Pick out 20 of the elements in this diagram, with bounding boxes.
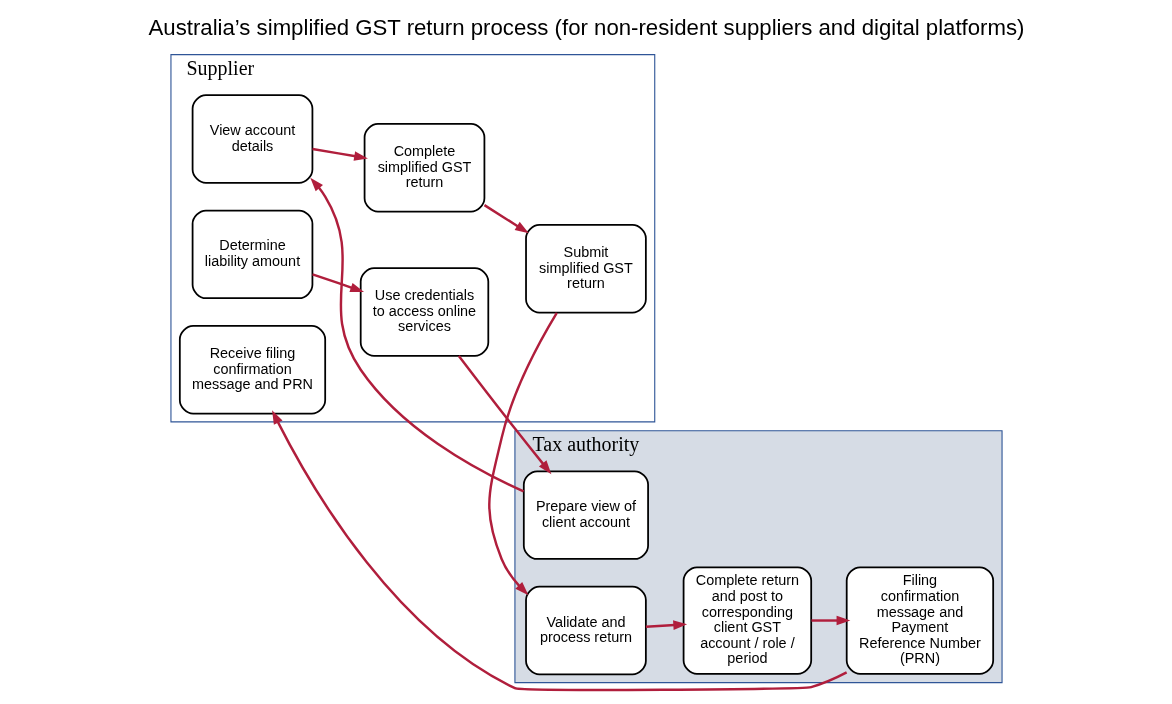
node-box: Filing confirmation message and Payment Reference Number (PRN) bbox=[845, 566, 994, 675]
node-box: Receive filing confirmation message and PRN bbox=[178, 325, 326, 415]
arrow bbox=[311, 273, 364, 292]
node-box: Determine liability amount bbox=[191, 209, 313, 300]
node-box: Complete simplified GST return bbox=[363, 123, 485, 213]
node-box: Complete return and post to corresponding client GST account / role / period bbox=[682, 566, 812, 675]
node-box: View account details bbox=[191, 94, 313, 184]
node-box: Prepare view of client account bbox=[522, 470, 649, 560]
arrow bbox=[309, 177, 524, 493]
arrow bbox=[645, 620, 687, 630]
arrow bbox=[810, 615, 850, 626]
node-box: Use credentials to access online services bbox=[359, 267, 489, 357]
arrow bbox=[271, 410, 847, 692]
diagram-title: Australia’s simplified GST return process (for non-resident suppliers and digital platforms) bbox=[148, 14, 1024, 40]
arrow bbox=[483, 204, 529, 234]
arrow bbox=[457, 355, 551, 475]
arrow bbox=[487, 312, 558, 596]
node-box: Submit simplified GST return bbox=[524, 224, 647, 314]
node-box: Validate and process return bbox=[524, 585, 647, 676]
arrow bbox=[311, 147, 368, 161]
